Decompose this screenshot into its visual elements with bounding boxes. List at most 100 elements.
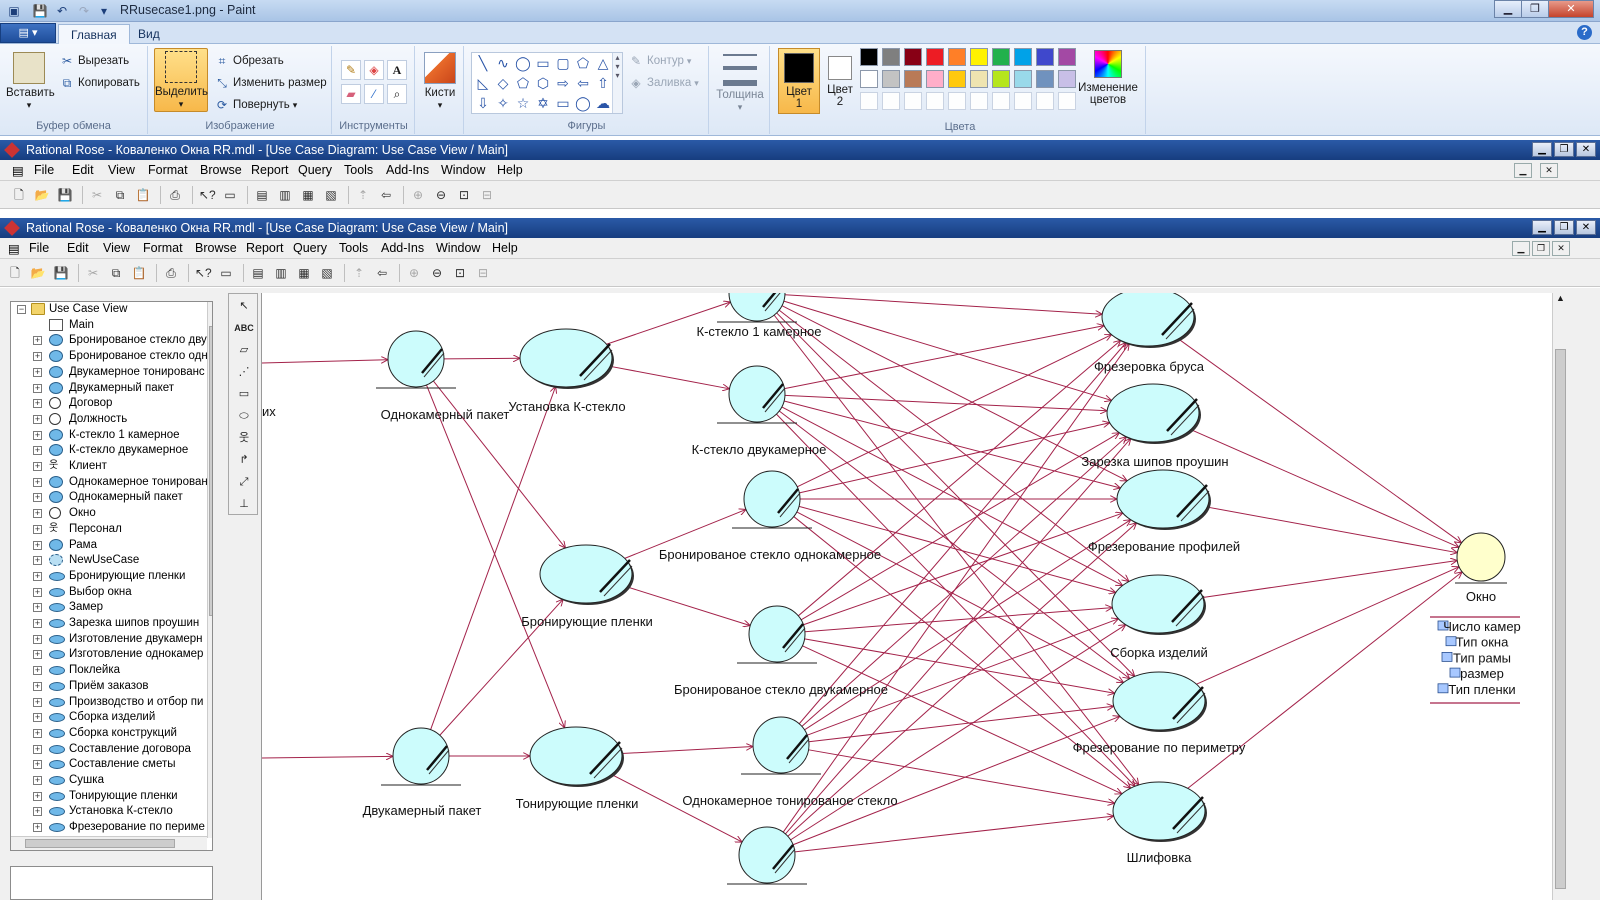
expand-icon[interactable]: + bbox=[33, 586, 42, 597]
dependency-icon[interactable]: ⤢ bbox=[239, 476, 249, 488]
expand-icon[interactable]: + bbox=[33, 539, 42, 550]
association-arrow[interactable] bbox=[785, 438, 1130, 835]
expand-icon[interactable]: + bbox=[33, 727, 42, 738]
expand-icon[interactable]: + bbox=[33, 445, 42, 456]
view-doc-icon[interactable]: ▭ bbox=[224, 188, 236, 202]
context-help-icon[interactable]: ↖? bbox=[195, 266, 212, 280]
menu-view[interactable]: View bbox=[103, 241, 130, 255]
association-arrow[interactable] bbox=[627, 586, 750, 626]
thickness-button[interactable]: Толщина▾ bbox=[714, 52, 766, 113]
resize-button[interactable]: ⤡Изменить размер bbox=[215, 74, 327, 92]
minimize-button[interactable]: ▁ bbox=[1494, 0, 1522, 18]
anchor-note-icon[interactable]: ⋰ bbox=[238, 366, 250, 378]
canvas-scroll-thumb[interactable] bbox=[1555, 349, 1566, 889]
restore-button[interactable]: ❐ bbox=[1554, 220, 1574, 235]
browse-deployment-icon[interactable]: ▧ bbox=[321, 266, 333, 280]
close-button[interactable]: ✕ bbox=[1576, 142, 1596, 157]
color-picker-icon[interactable]: ⁄ bbox=[364, 84, 384, 104]
down-arrow-shape-icon[interactable]: ⇩ bbox=[477, 95, 489, 111]
custom-color-slot[interactable] bbox=[992, 92, 1010, 110]
hexagon-shape-icon[interactable]: ⬡ bbox=[536, 75, 550, 91]
save-icon[interactable]: 💾 bbox=[32, 4, 48, 18]
canvas-vertical-scrollbar[interactable]: ▲ bbox=[1552, 293, 1568, 900]
copy-button[interactable]: ⧉Копировать bbox=[60, 74, 140, 92]
paste-icon[interactable]: 📋 bbox=[131, 266, 147, 280]
association-arrow[interactable] bbox=[426, 384, 564, 728]
custom-color-slot[interactable] bbox=[926, 92, 944, 110]
fill-button[interactable]: ◈Заливка▾ bbox=[629, 74, 698, 92]
new-icon[interactable]: 🗋 bbox=[10, 266, 20, 280]
close-button[interactable]: ✕ bbox=[1576, 220, 1596, 235]
custom-color-slot[interactable] bbox=[1036, 92, 1054, 110]
browser-horizontal-scrollbar[interactable] bbox=[11, 836, 207, 850]
oval-shape-icon[interactable]: ◯ bbox=[515, 55, 531, 71]
association-arrow[interactable] bbox=[794, 816, 1114, 853]
expand-icon[interactable]: + bbox=[33, 570, 42, 581]
expand-icon[interactable]: + bbox=[33, 759, 42, 770]
outline-button[interactable]: ✎Контур▾ bbox=[630, 54, 692, 68]
entity-node[interactable]: К-стекло двукамерное bbox=[692, 365, 827, 457]
browse-class-diagram-icon[interactable]: ▤ bbox=[252, 266, 264, 280]
menu-window[interactable]: Window bbox=[441, 163, 486, 177]
custom-color-slot[interactable] bbox=[904, 92, 922, 110]
association-arrow[interactable] bbox=[804, 638, 1115, 693]
expand-icon[interactable]: + bbox=[33, 476, 42, 487]
crop-button[interactable]: ⌗Обрезать bbox=[215, 52, 284, 70]
entity-node[interactable]: Однокамерное тонированое стекло bbox=[682, 716, 898, 808]
maximize-button[interactable]: ❐ bbox=[1521, 0, 1549, 18]
shapes-scroll-icon[interactable]: ▴▾▾ bbox=[612, 53, 622, 113]
entity-node[interactable]: Однокамерный пакет bbox=[376, 330, 509, 422]
association-arrow[interactable] bbox=[796, 335, 1111, 488]
save-icon[interactable]: 💾 bbox=[57, 188, 73, 202]
control-node[interactable]: Фрезерование профилей bbox=[1088, 469, 1240, 554]
unidirectional-association-icon[interactable]: ↱ bbox=[239, 454, 249, 466]
mdi-close-button[interactable]: ✕ bbox=[1552, 241, 1570, 256]
actor-tool-icon[interactable]: 웃 bbox=[238, 432, 250, 444]
expand-icon[interactable]: + bbox=[33, 806, 42, 817]
browse-interaction-icon[interactable]: ▥ bbox=[275, 266, 287, 280]
control-node[interactable]: Фрезерование по периметру bbox=[1073, 671, 1246, 755]
association-arrow[interactable] bbox=[784, 394, 1107, 410]
expand-icon[interactable]: + bbox=[33, 743, 42, 754]
association-arrow[interactable] bbox=[783, 300, 1112, 400]
close-button[interactable]: ✕ bbox=[1548, 0, 1594, 18]
four-point-star-shape-icon[interactable]: ✧ bbox=[497, 95, 509, 111]
redo-icon[interactable]: ↷ bbox=[78, 4, 90, 18]
browse-parent-icon[interactable]: ⇡ bbox=[357, 188, 369, 202]
scroll-up-icon[interactable]: ▲ bbox=[1556, 293, 1565, 303]
control-node[interactable]: Зарезка шипов проушин bbox=[1081, 383, 1229, 469]
package-icon[interactable]: ▭ bbox=[238, 388, 250, 400]
text-box-icon[interactable]: ABC bbox=[234, 323, 254, 333]
color-swatch[interactable] bbox=[882, 48, 900, 66]
rectangle-shape-icon[interactable]: ▭ bbox=[536, 55, 550, 71]
zoom-out-icon[interactable]: ⊖ bbox=[435, 188, 447, 202]
browse-class-diagram-icon[interactable]: ▤ bbox=[256, 188, 268, 202]
entity-node[interactable] bbox=[727, 826, 807, 885]
association-arrow[interactable] bbox=[792, 716, 1120, 846]
association-arrow[interactable] bbox=[609, 365, 729, 389]
open-icon[interactable]: 📂 bbox=[30, 266, 46, 280]
custom-color-slot[interactable] bbox=[948, 92, 966, 110]
color-swatch[interactable] bbox=[926, 48, 944, 66]
browse-component-icon[interactable]: ▦ bbox=[302, 188, 314, 202]
association-arrow[interactable] bbox=[783, 400, 1120, 488]
association-arrow[interactable] bbox=[776, 413, 1135, 786]
save-icon[interactable]: 💾 bbox=[53, 266, 69, 280]
association-arrow[interactable] bbox=[798, 505, 1116, 592]
pencil-icon[interactable]: ✎ bbox=[341, 60, 361, 80]
mdi-close-button[interactable]: ✕ bbox=[1540, 163, 1558, 178]
expand-icon[interactable]: + bbox=[33, 461, 42, 471]
undo-fit-icon[interactable]: ⊟ bbox=[477, 266, 489, 280]
association-arrow[interactable] bbox=[443, 358, 520, 359]
expand-icon[interactable]: + bbox=[33, 775, 42, 785]
menu-add-ins[interactable]: Add-Ins bbox=[386, 163, 430, 177]
minimize-button[interactable]: ▁ bbox=[1532, 142, 1552, 157]
association-arrow[interactable] bbox=[1187, 572, 1462, 789]
expand-icon[interactable]: + bbox=[33, 665, 42, 676]
print-icon[interactable]: ⎙ bbox=[170, 188, 180, 202]
cloud-callout-shape-icon[interactable]: ☁ bbox=[596, 95, 610, 111]
association-arrow[interactable] bbox=[624, 509, 746, 559]
association-arrow[interactable] bbox=[1177, 338, 1461, 543]
